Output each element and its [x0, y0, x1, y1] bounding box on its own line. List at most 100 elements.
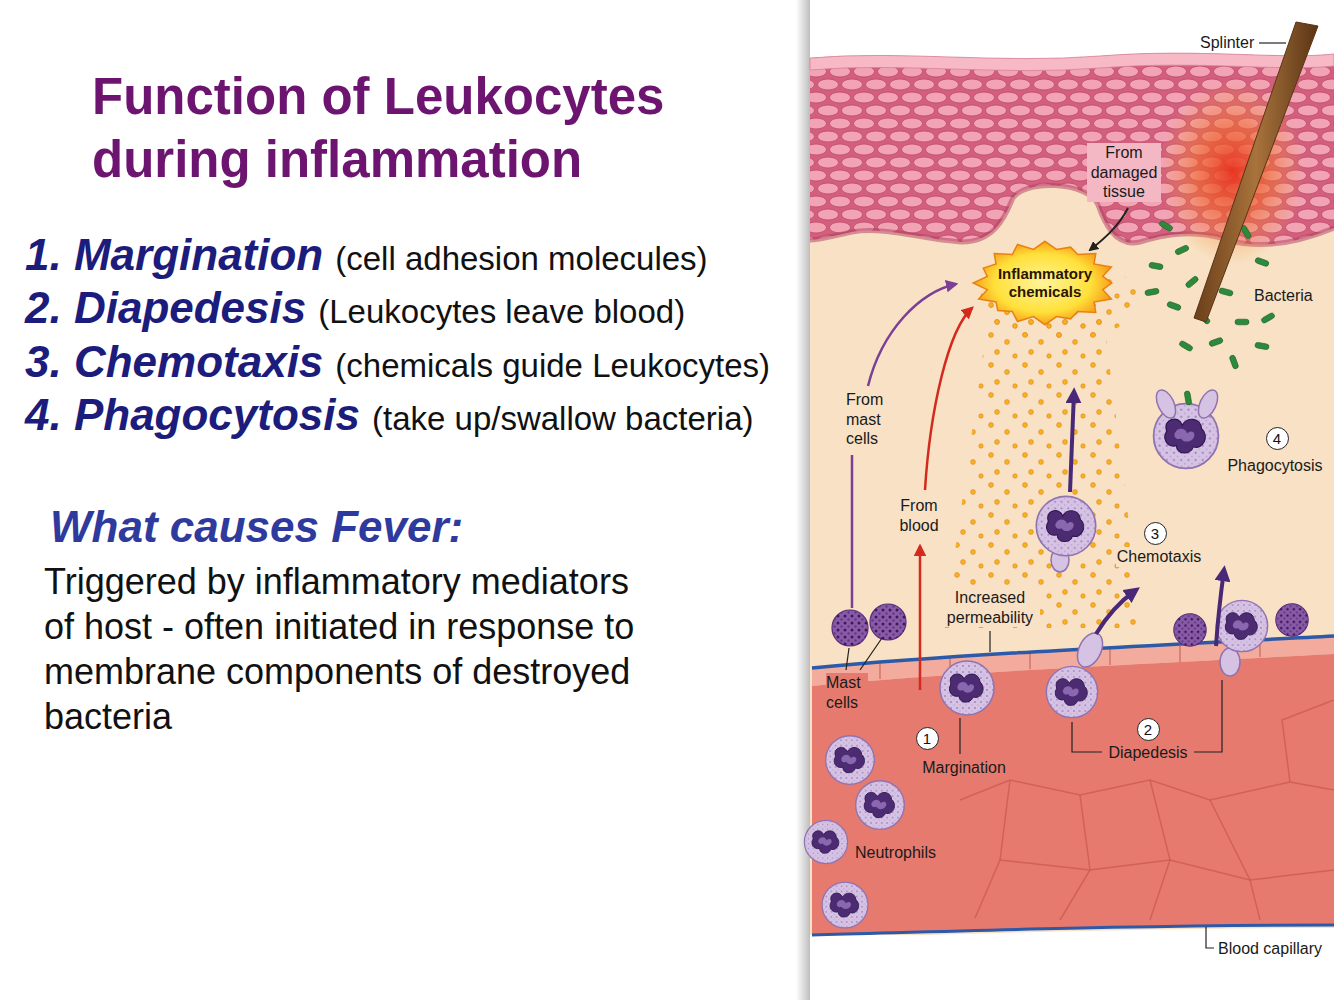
part-label: Mast cells — [826, 673, 868, 712]
part-label: Bacteria — [1254, 286, 1313, 306]
splinter-shape — [1194, 22, 1318, 322]
part-label: Increased permeability — [940, 588, 1040, 627]
step-name: 2. Diapedesis — [25, 283, 306, 332]
capillary-vessel — [1179, 646, 1180, 662]
body-text: Triggered by inflammatory mediators of h… — [44, 559, 664, 739]
node-text: Inflammatory chemicals — [998, 265, 1092, 301]
capillary-vessel — [975, 780, 1010, 918]
flow-arrow — [852, 208, 1224, 690]
flow-arrow — [925, 308, 972, 490]
leader-line — [1206, 927, 1214, 948]
flow-arrow — [1090, 208, 1128, 250]
bacterium-rod — [1208, 337, 1223, 347]
leader-line — [989, 631, 990, 652]
leader-line — [959, 718, 960, 754]
step-note: (chemicals guide Leukocytes) — [335, 347, 770, 384]
neutrophil-cell — [856, 781, 905, 830]
chemical-particles — [944, 305, 1142, 628]
capillary-vessel — [1282, 700, 1334, 782]
capillary-vessel — [879, 662, 880, 679]
leader-line — [846, 648, 849, 670]
step-name: 1. Margination — [25, 230, 323, 279]
splinter-shape — [1194, 22, 1318, 322]
source-label: From mast cells — [846, 390, 888, 449]
list-row: 2. Diapedesis(Leukocytes leave blood) — [25, 281, 685, 345]
flow-arrow — [851, 455, 854, 608]
capillary-vessel — [1109, 649, 1110, 665]
leader-line — [860, 638, 882, 670]
callout-number: 2 — [1137, 718, 1160, 741]
capillary-vessel — [960, 700, 1334, 920]
bacterium-rod — [1235, 319, 1249, 325]
capillary-vessel — [1150, 780, 1170, 920]
bacterium-rod — [1179, 340, 1194, 352]
step-note: (cell adhesion molecules) — [335, 240, 707, 277]
part-label: Blood capillary — [1218, 939, 1322, 959]
flow-arrow — [1096, 590, 1136, 634]
section-heading: What causes Fever: — [50, 500, 463, 554]
capillary-vessel — [812, 928, 1334, 1000]
neutrophil-cell — [1072, 629, 1107, 671]
slide-title: Function of Leukocytes during inflammati… — [92, 65, 732, 191]
list-row: 4. Phagocytosis(take up/swallow bacteria… — [25, 388, 754, 452]
callout-number: 4 — [1266, 427, 1289, 450]
bacterium-rod — [1145, 288, 1160, 296]
part-label: Splinter — [1200, 33, 1254, 53]
panel-ground — [810, 0, 1334, 1000]
capillary-vessel — [1210, 800, 1260, 920]
bacterium-rod — [1159, 220, 1174, 232]
leader-line — [1259, 42, 1286, 43]
leader-line — [1194, 680, 1222, 752]
list-row: 1. Margination (cell adhesion molecules) — [25, 228, 708, 292]
capillary-vessel — [1060, 795, 1090, 920]
neutrophil-cell — [1194, 387, 1221, 421]
neutrophil-cell — [1152, 387, 1179, 421]
callout-number: 3 — [1144, 522, 1167, 545]
bacterium-rod — [1254, 257, 1269, 267]
step-caption: Chemotaxis — [1116, 547, 1202, 567]
capillary-vessel — [1029, 652, 1030, 669]
epidermis-layer — [810, 53, 1334, 70]
bacterium-rod — [1229, 354, 1239, 369]
flow-arrow — [1216, 570, 1224, 646]
callout-number: 1 — [916, 727, 939, 750]
capillary-vessel — [960, 780, 1334, 800]
neutrophil-cell — [826, 736, 875, 785]
node-text: 4 — [1273, 431, 1281, 446]
panel-ground — [810, 0, 1334, 1000]
capillary-vessel — [812, 925, 1334, 935]
source-label: From damaged tissue — [1087, 143, 1161, 202]
flow-arrow — [919, 546, 922, 690]
source-label: From blood — [896, 496, 942, 535]
starburst-outline — [973, 241, 1112, 324]
bacterium-rod — [1261, 312, 1276, 324]
neutrophil-cell — [1216, 600, 1267, 651]
step-note: (take up/swallow bacteria) — [372, 400, 754, 437]
step-caption: Diapedesis — [1106, 743, 1190, 763]
node-text: 1 — [923, 731, 931, 746]
bacterium-rod — [1219, 287, 1234, 296]
bacterium-rod — [1185, 275, 1199, 288]
capillary-vessel — [812, 654, 1334, 935]
bacterium-rod — [1174, 245, 1189, 256]
step-caption: Phagocytosis — [1225, 456, 1325, 476]
bacterium-rod — [1149, 262, 1164, 270]
capillary-vessel — [812, 636, 1334, 1000]
part-label: Neutrophils — [855, 843, 936, 863]
list-row: 3. Chemotaxis(chemicals guide Leukocytes… — [25, 335, 770, 399]
node-text: 2 — [1144, 722, 1152, 737]
neutrophil-cell — [804, 820, 847, 863]
bacterium-rod — [1166, 301, 1181, 311]
mast-cell — [1174, 614, 1206, 646]
capillary-vessel — [1000, 860, 1334, 880]
neutrophil-cell — [1220, 648, 1240, 676]
neutrophil-cell — [940, 661, 994, 715]
neutrophil-cell — [804, 387, 1267, 928]
bacterium-rod — [1255, 342, 1270, 350]
step-caption: Margination — [920, 758, 1008, 778]
neutrophil-cell — [822, 882, 868, 928]
leader-line — [846, 43, 1286, 948]
neutrophil-cell — [1184, 391, 1192, 406]
flow-arrow — [1070, 392, 1074, 492]
